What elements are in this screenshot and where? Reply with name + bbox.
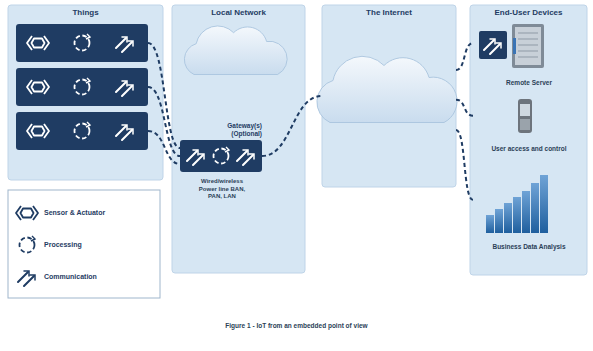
internet-panel: The Internet <box>322 5 456 187</box>
things-panel: Things <box>8 5 163 180</box>
thing-box <box>16 68 148 106</box>
processing-icon <box>75 122 91 139</box>
panel-title: Things <box>8 8 163 18</box>
chart-bar <box>504 203 512 233</box>
server-node: Remote Server <box>473 20 585 88</box>
server-cabinet <box>512 24 544 68</box>
local-cloud <box>184 26 287 75</box>
communication-icon <box>116 125 133 140</box>
communication-icon <box>484 39 501 54</box>
gateway-node: Gateway(s) (Optional) <box>180 140 262 172</box>
communication-icon <box>237 150 254 165</box>
sensor-icon <box>27 124 49 138</box>
chart-bar <box>495 209 503 233</box>
thing-wires <box>148 43 180 164</box>
gateway-box <box>180 140 262 172</box>
processing-icon <box>75 34 91 51</box>
phone-body <box>518 99 532 133</box>
phone-screen <box>520 104 530 116</box>
legend-communication-icon <box>18 271 35 286</box>
analysis-node: Business Data Analysis <box>473 162 585 252</box>
chart-bar <box>531 183 539 233</box>
device-label: Business Data Analysis <box>473 243 585 251</box>
device-label: Remote Server <box>473 79 585 87</box>
sensor-icon <box>27 36 49 50</box>
thing-box <box>16 112 148 150</box>
network-link <box>262 96 322 156</box>
legend-text: Processing <box>44 240 82 250</box>
panel-title: Local Network <box>172 8 305 18</box>
legend-processing-icon <box>20 236 36 253</box>
network-panel: Local NetworkGateway(s) (Optional) <box>172 5 305 273</box>
panel-background <box>8 5 163 180</box>
processing-icon <box>75 78 91 95</box>
network-link <box>456 43 473 70</box>
panel-title: End-User Devices <box>470 8 587 18</box>
server-comm-box <box>479 31 507 59</box>
server-slots <box>518 33 538 57</box>
panel-title: The Internet <box>322 8 456 18</box>
communication-icon <box>187 150 204 165</box>
sensor-icon <box>27 80 49 94</box>
server-light <box>513 38 516 54</box>
thing-wire <box>148 131 180 164</box>
thing-box <box>16 24 148 62</box>
network-link <box>456 100 473 116</box>
thing-wire <box>148 43 180 148</box>
phone-keypad <box>520 119 530 130</box>
devices-panel: End-User DevicesRemote ServerUser access… <box>470 5 587 275</box>
communication-icon <box>116 81 133 96</box>
chart-bar <box>540 175 548 233</box>
server-front <box>515 27 541 65</box>
bar-chart <box>486 175 548 233</box>
legend-sensor-icon <box>16 206 38 220</box>
device-label: User access and control <box>473 145 585 153</box>
network-note: Wired/wireless Power line BAN, PAN, LAN <box>194 178 250 201</box>
phone-node: User access and control <box>473 96 585 154</box>
legend-box <box>8 190 160 298</box>
panel-background <box>470 5 587 275</box>
figure-caption: Figure 1 - IoT from an embedded point of… <box>0 321 593 330</box>
processing-icon <box>214 147 230 164</box>
internet-cloud <box>317 56 457 122</box>
communication-icon <box>116 37 133 52</box>
chart-bar <box>486 215 494 233</box>
gateway-label: Gateway(s) (Optional) <box>216 122 262 138</box>
legend-text: Communication <box>44 272 97 282</box>
network-link <box>456 130 473 200</box>
chart-bar <box>522 191 530 233</box>
chart-bar <box>513 197 521 233</box>
legend-text: Sensor & Actuator <box>44 208 105 218</box>
